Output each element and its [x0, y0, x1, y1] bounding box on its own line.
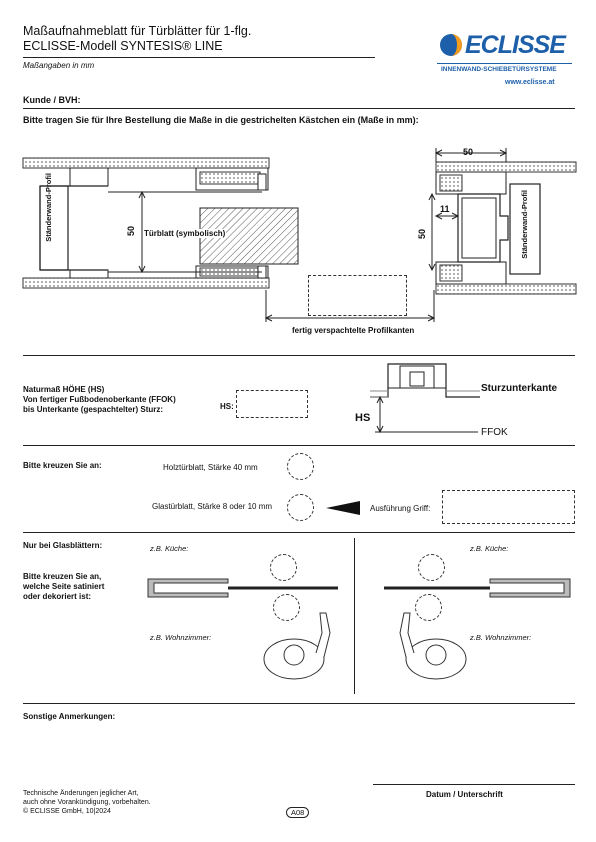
- option-glass-label: Glastürblatt, Stärke 8 oder 10 mm: [152, 502, 273, 511]
- hs-prefix: HS:: [220, 402, 234, 411]
- footer-line2: auch ohne Vorankündigung, vorbehalten.: [23, 799, 151, 806]
- profile-section-drawing: [22, 148, 577, 322]
- left-room-diagram: [147, 578, 338, 680]
- left-kitchen-checkbox[interactable]: [270, 554, 297, 581]
- dim-50-top: 50: [463, 147, 474, 157]
- customer-line: [23, 108, 575, 109]
- logo-mark-icon: [440, 34, 462, 56]
- choose-label: Bitte kreuzen Sie an:: [23, 461, 102, 470]
- footer-line1: Technische Änderungen jeglicher Art,: [23, 790, 139, 797]
- logo-wordmark: ECLISSE: [465, 31, 566, 59]
- hs-input[interactable]: [236, 390, 308, 418]
- glass-column-divider: [354, 538, 355, 694]
- page-title-line1: Maßaufnahmeblatt für Türblätter für 1-fl…: [23, 24, 252, 38]
- wall-profile-left-label: Ständerwand-Profil: [44, 173, 53, 242]
- units-note: Maßangaben in mm: [23, 61, 95, 70]
- option-glass-checkbox[interactable]: [287, 494, 314, 521]
- right-kitchen-label: z.B. Küche:: [470, 544, 509, 553]
- dim-50-left: 50: [126, 225, 137, 237]
- footer-note: Technische Änderungen jeglicher Art, auc…: [23, 789, 151, 816]
- door-leaf-label: Türblatt (symbolisch): [143, 229, 227, 238]
- right-kitchen-checkbox[interactable]: [418, 554, 445, 581]
- option-wood-checkbox[interactable]: [287, 453, 314, 480]
- handle-input[interactable]: [442, 490, 575, 524]
- height-label-2: Von fertiger Fußbodenoberkante (FFOK): [23, 395, 176, 404]
- right-living-checkbox[interactable]: [415, 594, 442, 621]
- height-label-3: bis Unterkante (gespachtelter) Sturz:: [23, 405, 164, 414]
- glass-instr-2: welche Seite satiniert: [23, 582, 105, 591]
- section-divider-2: [23, 445, 575, 446]
- option-wood-label: Holztürblatt, Stärke 40 mm: [163, 463, 258, 472]
- left-kitchen-label: z.B. Küche:: [150, 544, 189, 553]
- glass-instr-3: oder dekoriert ist:: [23, 592, 92, 601]
- page-title-line2: ECLISSE-Modell SYNTESIS® LINE: [23, 39, 223, 53]
- website-link[interactable]: www.eclisse.at: [505, 79, 555, 86]
- logo-rule: [437, 63, 572, 64]
- doc-code-badge: A08: [286, 807, 310, 818]
- logo-tagline: INNENWAND-SCHIEBETÜRSYSTEME: [441, 66, 557, 73]
- section-divider-4: [23, 703, 575, 704]
- height-label-1: Naturmaß HÖHE (HS): [23, 385, 105, 394]
- instruction-text: Bitte tragen Sie für Ihre Bestellung die…: [23, 115, 419, 125]
- dim-50-right: 50: [417, 228, 428, 240]
- header-divider: [23, 57, 375, 58]
- glass-label: Nur bei Glasblättern:: [23, 541, 103, 550]
- sturz-label: Sturzunterkante: [481, 383, 558, 394]
- section-divider-3: [23, 532, 575, 533]
- profile-edge-width-input[interactable]: [308, 275, 407, 316]
- right-living-label: z.B. Wohnzimmer:: [470, 633, 532, 642]
- remarks-label: Sonstige Anmerkungen:: [23, 712, 116, 721]
- customer-label: Kunde / BVH:: [23, 95, 81, 105]
- dim-11: 11: [440, 204, 450, 214]
- handle-label: Ausführung Griff:: [370, 504, 431, 513]
- arrow-right-icon: [326, 501, 360, 515]
- signature-line[interactable]: [373, 784, 575, 785]
- eclisse-logo: ECLISSE INNENWAND-SCHIEBETÜRSYSTEME www.…: [437, 26, 572, 92]
- height-diagram: [370, 363, 480, 434]
- footer-line3: © ECLISSE GmbH, 10|2024: [23, 808, 111, 815]
- right-room-diagram: [384, 578, 571, 680]
- finished-edges-label: fertig verspachtelte Profilkanten: [292, 326, 415, 335]
- left-living-label: z.B. Wohnzimmer:: [150, 633, 212, 642]
- hs-diagram-label: HS: [355, 412, 371, 424]
- glass-instr-1: Bitte kreuzen Sie an,: [23, 572, 102, 581]
- signature-label: Datum / Unterschrift: [426, 790, 503, 799]
- ffok-label: FFOK: [481, 427, 508, 438]
- section-divider-1: [23, 355, 575, 356]
- left-living-checkbox[interactable]: [273, 594, 300, 621]
- wall-profile-right-label: Ständerwand-Profil: [520, 190, 529, 259]
